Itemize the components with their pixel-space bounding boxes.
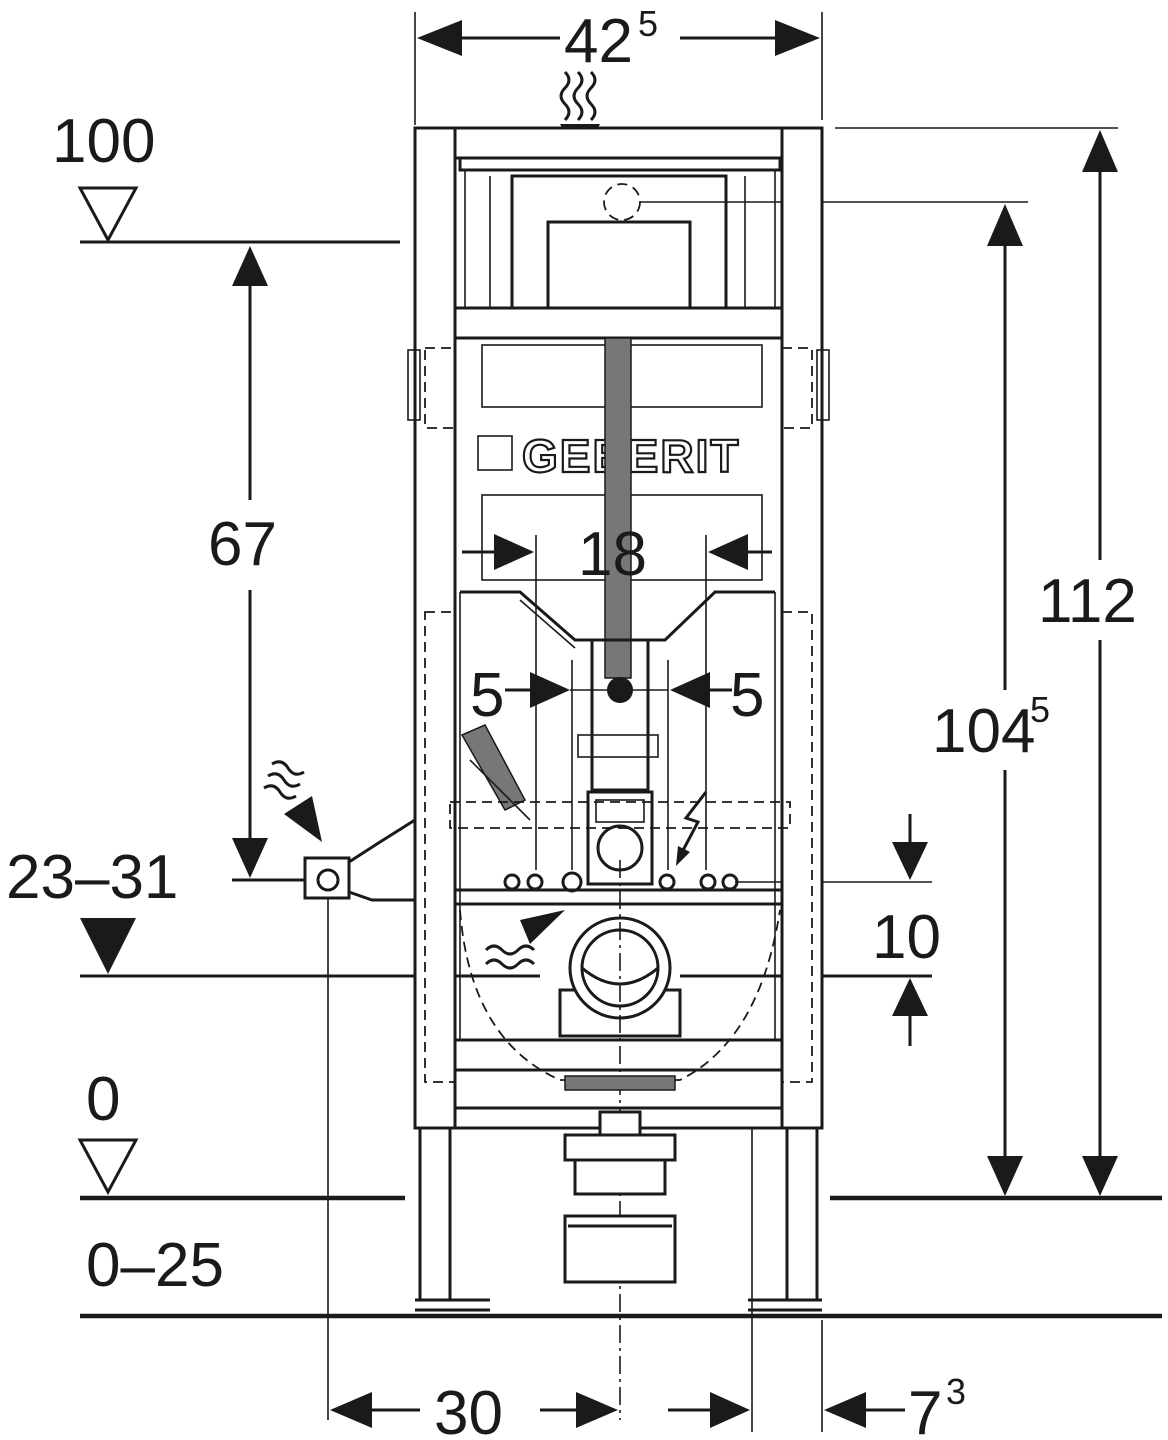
arrow-up-icon (1082, 130, 1118, 172)
floor-range: 0–25 (80, 1231, 1162, 1319)
dimension-10: 10 (735, 814, 941, 1046)
label-18: 18 (578, 520, 647, 589)
label-10: 10 (872, 903, 941, 972)
dimension-5-right: 5 (667, 660, 764, 870)
level-marker-100: 100 (52, 107, 400, 244)
label-level-0: 0 (86, 1065, 120, 1134)
label-5-right: 5 (730, 661, 764, 730)
label-frame-width: 42 (564, 7, 633, 76)
dimension-frame-width: 42 5 (414, 3, 823, 125)
label-frame-width-sup: 5 (638, 3, 658, 44)
arrow-left-icon (417, 20, 462, 56)
dimension-bottom-30: 30 (330, 1379, 618, 1440)
label-7-3-sup: 3 (946, 1371, 966, 1412)
arrow-left-icon (824, 1392, 866, 1428)
level-triangle-icon (77, 1138, 139, 1196)
side-water-inlet (303, 817, 417, 1420)
label-7-3: 7 (908, 1379, 942, 1440)
dimension-5-left: 5 (470, 660, 573, 870)
label-level-100: 100 (52, 107, 155, 176)
arrow-up-icon (892, 978, 928, 1016)
arrow-up-icon (232, 246, 268, 286)
arrow-left-icon (330, 1392, 372, 1428)
label-0-25: 0–25 (86, 1231, 224, 1300)
label-5-left: 5 (470, 661, 504, 730)
dimension-112: 112 (835, 127, 1137, 1196)
arrow-left-icon (670, 672, 710, 708)
arrow-left-icon (708, 534, 748, 570)
level-marker-0: 0 (77, 1065, 1162, 1201)
arrow-right-icon (710, 1392, 750, 1428)
label-67: 67 (208, 510, 277, 579)
dimension-bottom-right: 7 3 (668, 1128, 966, 1440)
geberit-logo-square-icon (477, 435, 513, 471)
label-104-5-sup: 5 (1030, 689, 1050, 730)
level-triangle-icon (77, 186, 139, 244)
arrow-right-icon (494, 534, 534, 570)
arrow-down-icon (987, 1156, 1023, 1196)
outlet-flow-icon (520, 910, 565, 944)
dimension-67: 67 (208, 246, 277, 878)
middle-assembly (424, 590, 813, 1083)
electricity-icon (678, 791, 708, 857)
arrow-right-icon (530, 672, 570, 708)
filled-level-triangle-icon (80, 918, 136, 974)
arrow-down-icon (892, 842, 928, 880)
drain-outlet (459, 860, 781, 1420)
cistern (458, 156, 782, 310)
dimension-104-5: 104 5 (640, 201, 1050, 1196)
water-inlet-left-icon (263, 760, 322, 842)
label-23-31: 23–31 (6, 843, 178, 912)
arrow-down-icon (1082, 1156, 1118, 1196)
arrow-right-icon (775, 20, 820, 56)
label-112: 112 (1038, 567, 1137, 636)
dimension-18: 18 (462, 520, 772, 870)
arrow-up-icon (987, 204, 1023, 246)
arrow-down-icon (232, 838, 268, 878)
label-104-5: 104 (932, 697, 1035, 766)
label-30: 30 (434, 1379, 503, 1440)
flush-opening-icon (603, 183, 641, 221)
arrow-right-icon (576, 1392, 618, 1428)
flush-pipe (604, 337, 632, 679)
